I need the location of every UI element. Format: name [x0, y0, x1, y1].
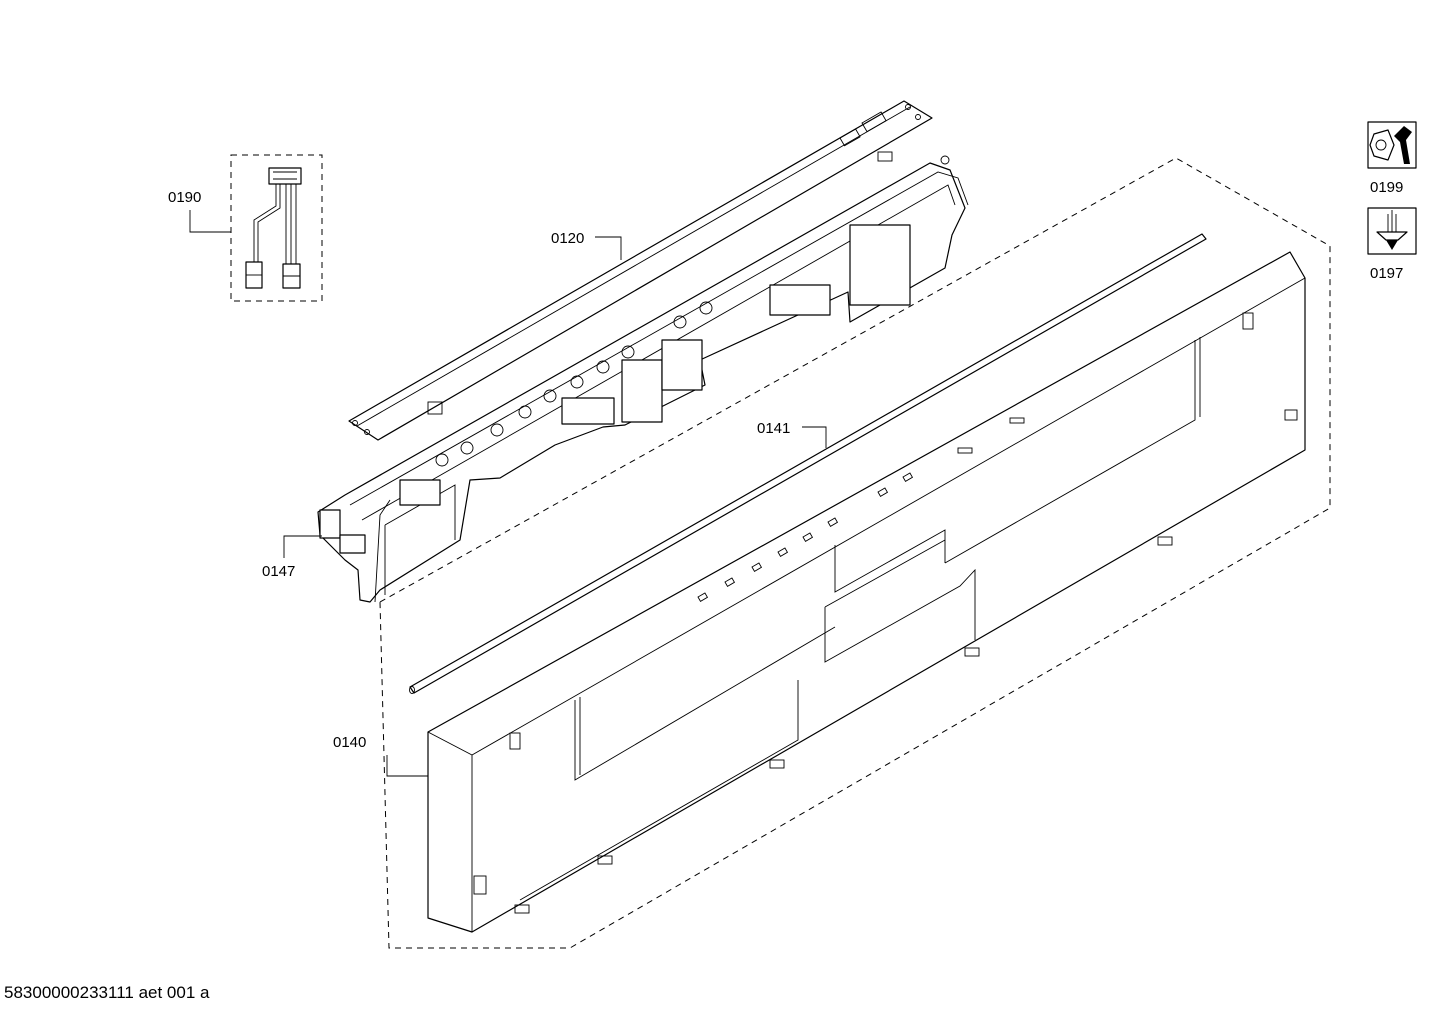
callout-label: 0140: [333, 734, 366, 751]
callout-0190: 0190: [168, 189, 231, 233]
document-id: 58300000233111 aet 001 a: [4, 983, 210, 1002]
service-icon-label: 0197: [1370, 265, 1403, 282]
callout-0147: 0147: [262, 535, 322, 580]
front-panel-0140: [427, 251, 1306, 933]
service-icon-0199: 0199: [1367, 121, 1417, 196]
callout-label: 0147: [262, 563, 295, 580]
callout-0140: 0140: [333, 734, 428, 777]
callout-label: 0120: [551, 230, 584, 247]
assembly-outline: [379, 157, 1331, 949]
nut-wrench-icon: [1369, 126, 1412, 164]
callout-label: 0141: [757, 420, 790, 437]
screw-icon: [1376, 210, 1408, 250]
seal-strip-0141: [409, 233, 1207, 694]
service-icon-0197: 0197: [1367, 207, 1417, 282]
callout-label: 0190: [168, 189, 201, 206]
service-icon-label: 0199: [1370, 179, 1403, 196]
control-board-0120: [348, 100, 933, 441]
housing-0147: [317, 155, 969, 603]
wiring-harness-0190: [230, 154, 323, 302]
callout-0120: 0120: [551, 230, 622, 260]
callout-0141: 0141: [757, 420, 827, 448]
